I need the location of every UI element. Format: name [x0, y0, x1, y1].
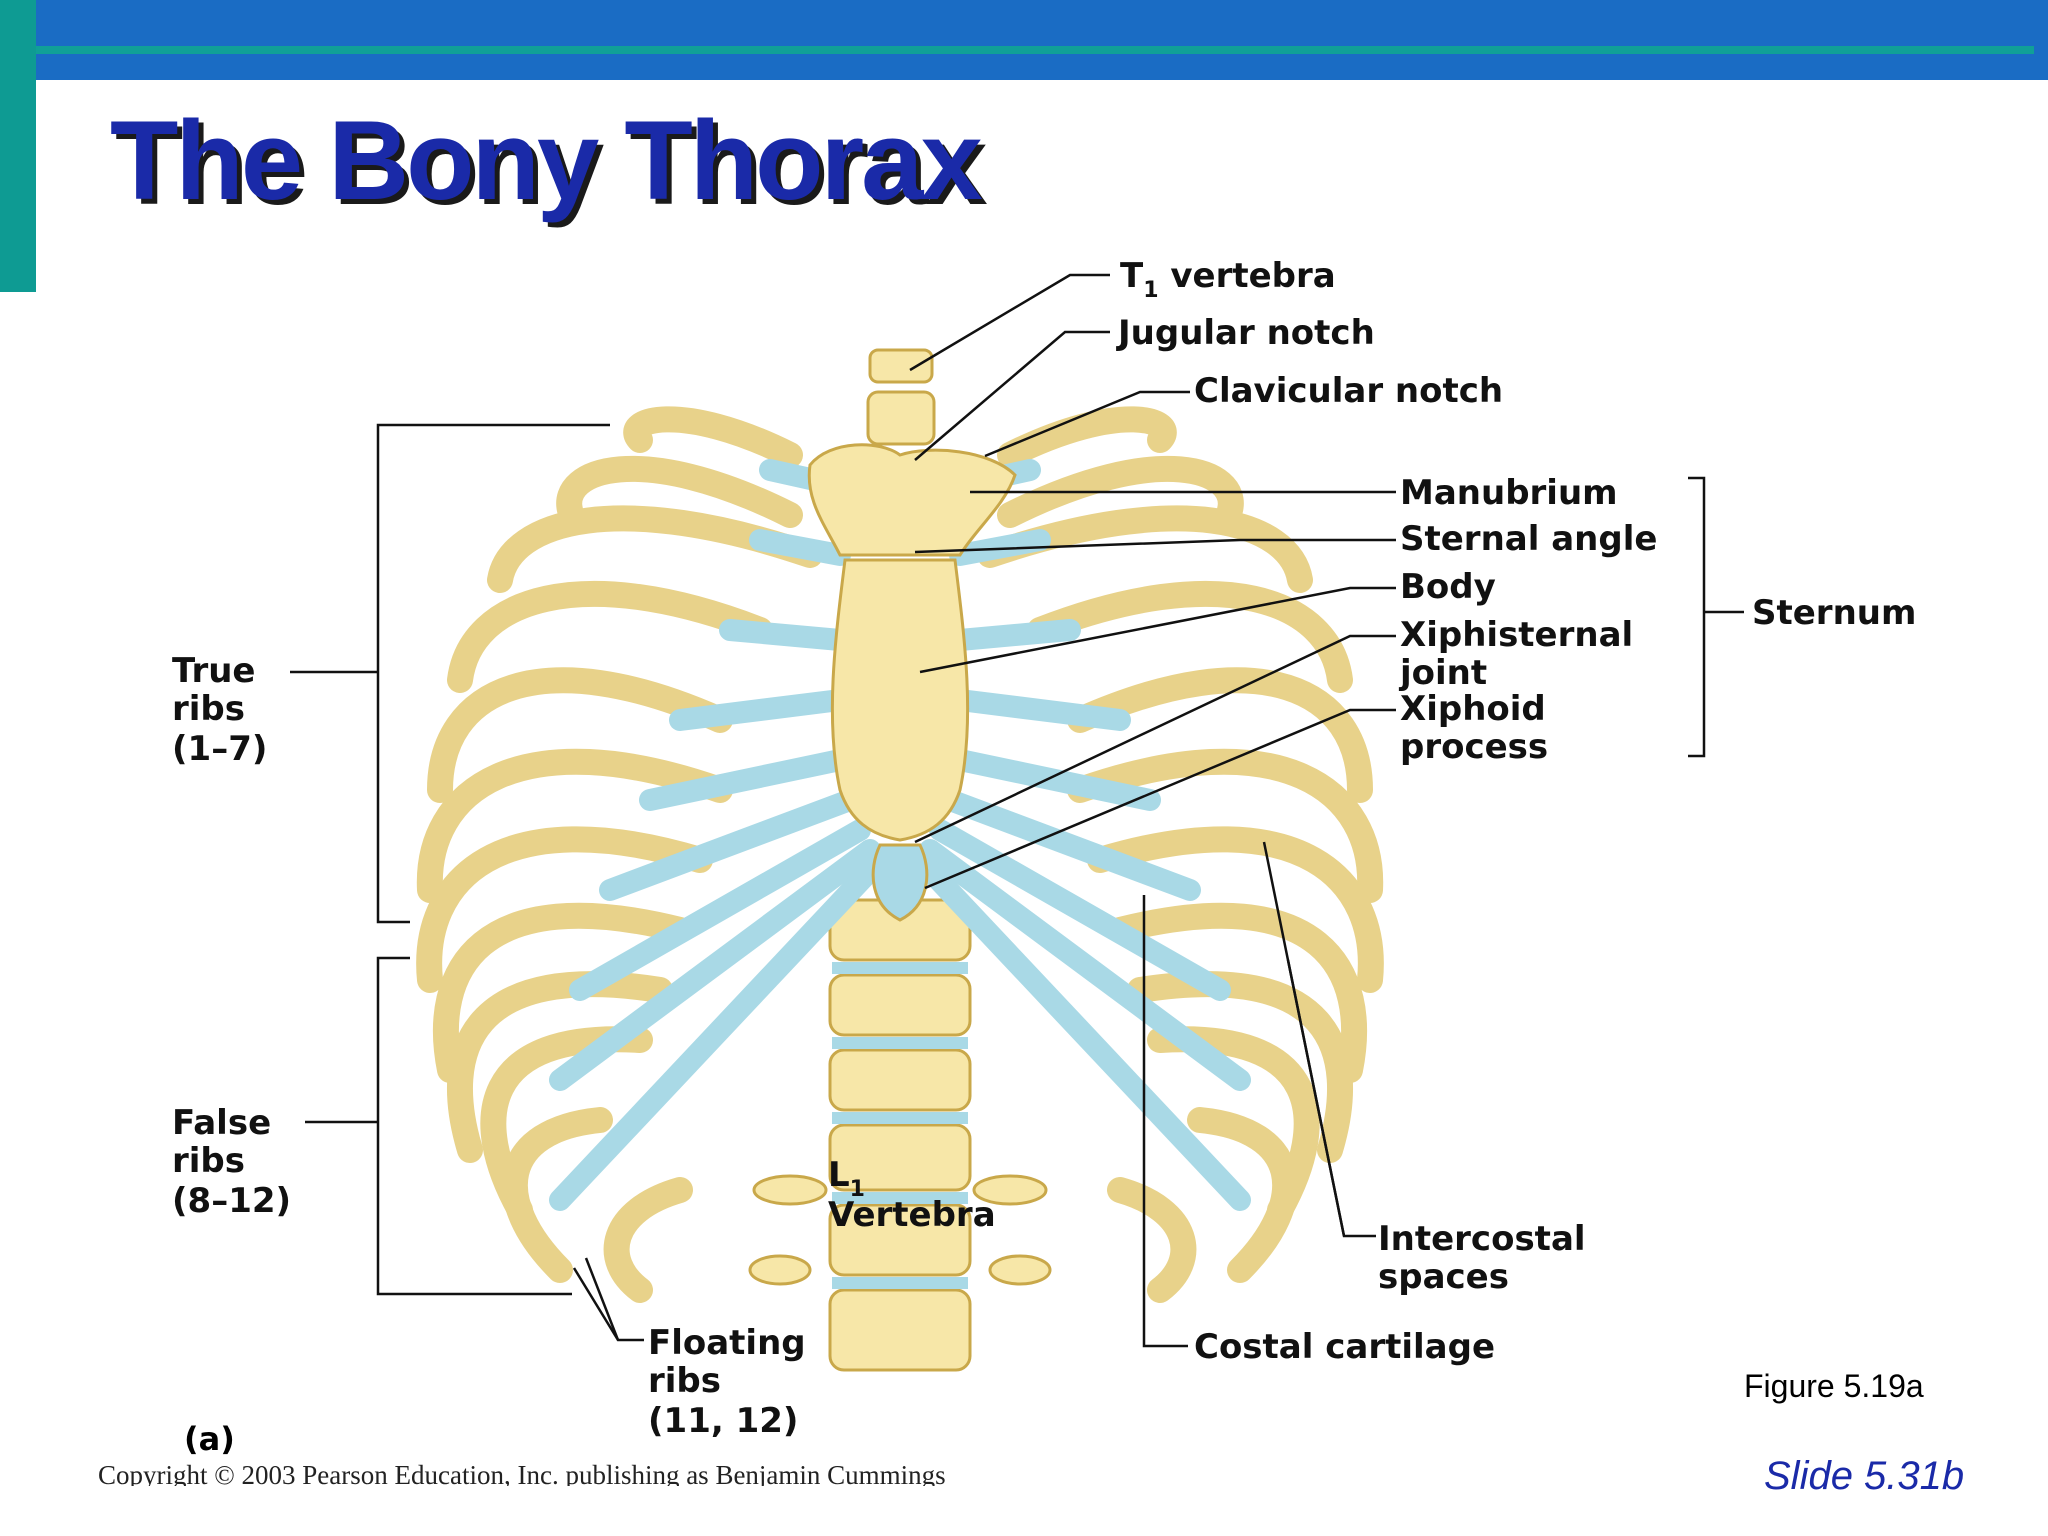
- copyright-text: Copyright © 2003 Pearson Education, Inc.…: [98, 1460, 946, 1486]
- label-t1-vertebra: T1 vertebra: [1120, 256, 1336, 303]
- label-jugular-notch: Jugular notch: [1116, 313, 1375, 353]
- label-true-ribs-1: True: [172, 651, 256, 691]
- label-floating-3: (11, 12): [648, 1401, 798, 1441]
- panel-label: (a): [184, 1420, 235, 1458]
- label-false-ribs-2: ribs: [172, 1141, 245, 1181]
- label-intercostal-2: spaces: [1378, 1257, 1509, 1297]
- header-bar: [0, 0, 2048, 80]
- label-true-ribs-2: ribs: [172, 689, 245, 729]
- costal-cartilages: [549, 459, 1251, 1211]
- ribs-left: [416, 406, 823, 1303]
- label-xiphisternal-1: Xiphisternal: [1400, 615, 1633, 655]
- ribs-right: [977, 406, 1384, 1303]
- label-intercostal-1: Intercostal: [1378, 1219, 1586, 1259]
- label-sternum: Sternum: [1752, 593, 1916, 633]
- label-body: Body: [1400, 567, 1496, 607]
- ribcage-illustration: [416, 348, 1384, 1372]
- figure-label: Figure 5.19a: [1744, 1368, 1924, 1404]
- header-accent-stripe: [36, 46, 2034, 54]
- label-floating-2: ribs: [648, 1361, 721, 1401]
- label-false-ribs-1: False: [172, 1103, 271, 1143]
- label-xiphoid-1: Xiphoid: [1400, 689, 1546, 729]
- slide-title: The Bony Thorax: [110, 98, 983, 223]
- label-clavicular-notch: Clavicular notch: [1194, 371, 1503, 411]
- diagram-labels: T1 vertebra Jugular notch Clavicular not…: [172, 256, 1916, 1441]
- label-l1-vertebra: Vertebra: [828, 1195, 996, 1235]
- label-false-ribs-3: (8–12): [172, 1181, 291, 1221]
- leader-lines: [290, 273, 1744, 1348]
- sternum-bone: [807, 443, 1017, 922]
- label-sternal-angle: Sternal angle: [1400, 519, 1657, 559]
- label-true-ribs-3: (1–7): [172, 729, 267, 769]
- label-floating-1: Floating: [648, 1323, 806, 1363]
- side-accent-bar: [0, 0, 36, 292]
- label-xiphoid-2: process: [1400, 727, 1548, 767]
- label-costal-cartilage: Costal cartilage: [1194, 1327, 1495, 1367]
- slide-number: Slide 5.31b: [1764, 1454, 1965, 1490]
- vertebral-column: [748, 348, 1052, 1372]
- label-l1: L1: [828, 1155, 865, 1202]
- label-manubrium: Manubrium: [1400, 473, 1618, 513]
- label-xiphisternal-2: joint: [1398, 653, 1487, 693]
